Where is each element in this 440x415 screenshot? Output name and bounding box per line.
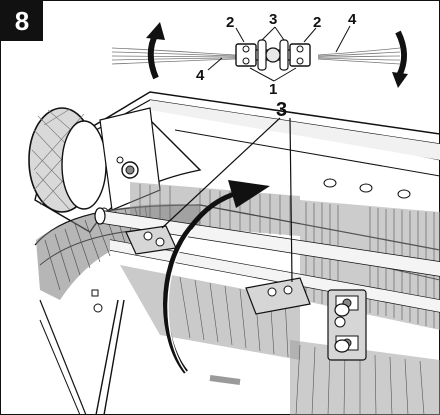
clamp-assembly [235, 39, 311, 71]
callout-3-top: 3 [269, 11, 277, 28]
curved-arrow-up-icon [146, 22, 165, 80]
callout-2-left: 2 [226, 14, 234, 31]
callout-4-right: 4 [348, 11, 357, 28]
machine-body [28, 91, 440, 281]
shaft-clamp-middle [245, 277, 311, 315]
step-number-badge: 8 [1, 1, 43, 41]
support-legs [39, 289, 125, 415]
cable-left [111, 47, 237, 65]
main-leader-lines [161, 117, 293, 283]
detail-inset [111, 22, 408, 88]
curved-arrow-down-icon [392, 30, 408, 88]
shaft-clamp-left [125, 225, 177, 255]
cable-right [317, 47, 401, 65]
inset-leader-lines [207, 25, 351, 82]
shaft-clamp-right [327, 289, 367, 361]
callout-3-main: 3 [276, 99, 287, 121]
callout-4-left: 4 [196, 67, 205, 84]
callout-2-right: 2 [313, 14, 321, 31]
curved-arrow-rotation-icon [163, 180, 270, 385]
callout-1: 1 [269, 81, 277, 98]
